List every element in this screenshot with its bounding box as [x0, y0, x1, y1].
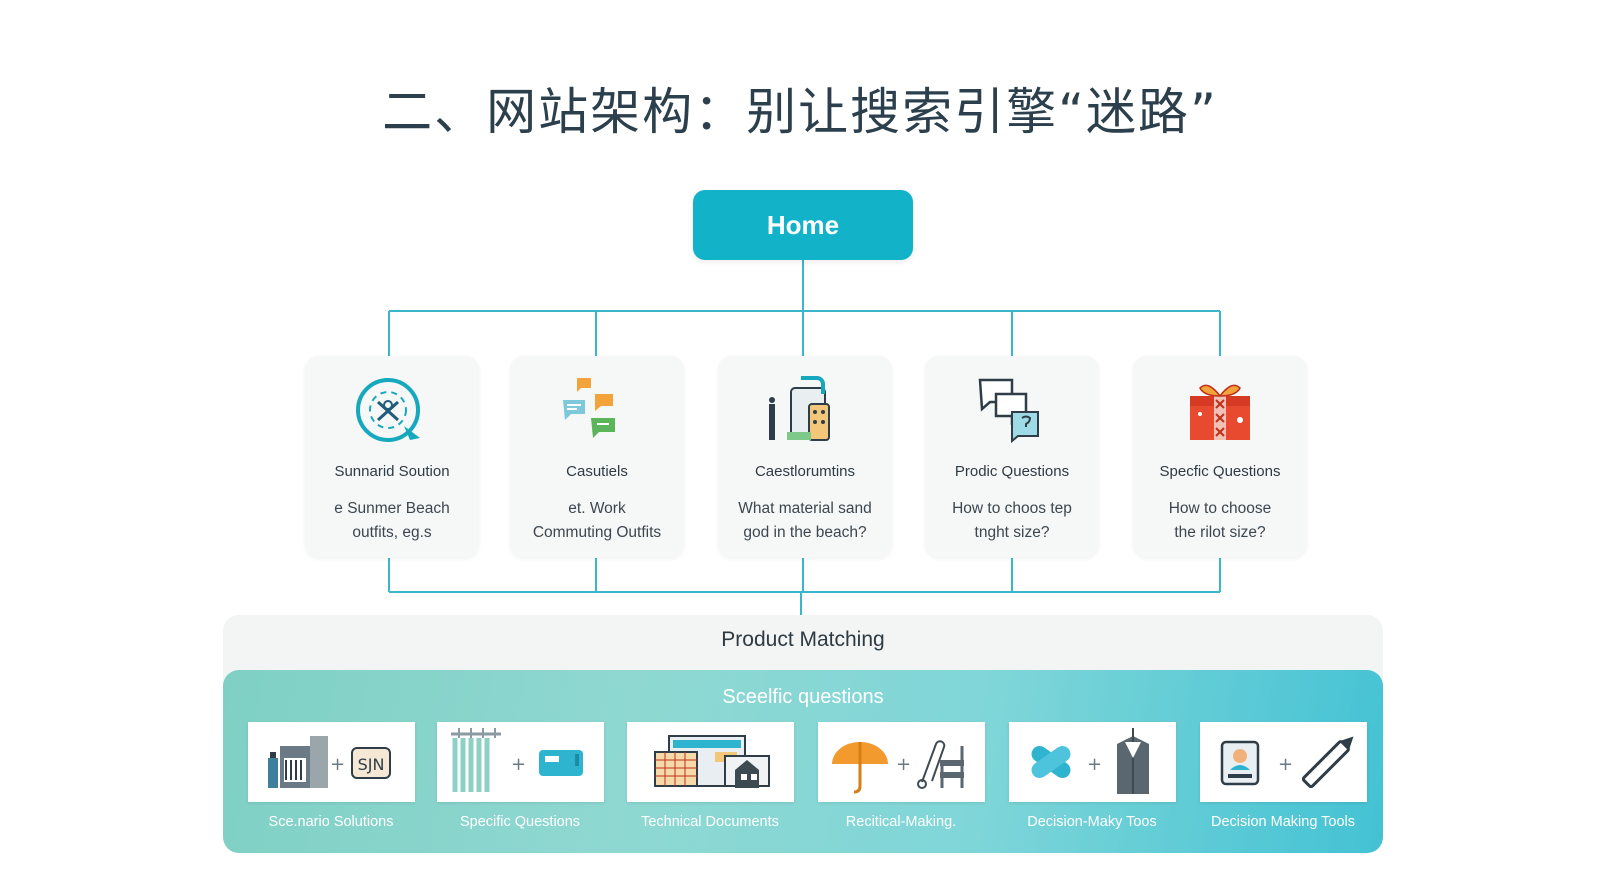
card-desc-line: the rilot size?	[1174, 524, 1266, 541]
card-desc-line: Commuting Outfits	[532, 524, 662, 541]
svg-text:+: +	[896, 754, 911, 775]
tile-label: Decision-Maky Toos	[1027, 814, 1157, 830]
umbrella-plus-chair-icon: +	[832, 740, 964, 794]
building-plus-sign-icon: + SJN	[268, 736, 391, 788]
spreadsheet-monitor-house-icon	[654, 735, 770, 788]
tile-label: Technical Documents	[641, 814, 779, 830]
tile-label: Recitical-Making.	[845, 814, 957, 830]
tile-recitical-making[interactable]: +	[818, 722, 985, 802]
tile-scenario-solutions[interactable]: + SJN	[248, 722, 415, 802]
id-card-plus-pencil-icon: +	[1220, 736, 1354, 789]
svg-text:+: +	[1087, 754, 1102, 775]
tile-label: Specific Questions	[459, 814, 581, 830]
sign-badge-text: SJN	[358, 755, 385, 774]
home-node[interactable]: Home	[693, 190, 913, 260]
scenario-target-icon	[356, 378, 420, 442]
tile-label: Decision Making Tools	[1211, 814, 1355, 830]
card-desc-line: How to choose	[1168, 500, 1272, 517]
chat-bubbles-icon	[563, 378, 615, 438]
category-card-product-questions[interactable]: Prodic Questions How to choos tep tnght …	[925, 356, 1099, 558]
home-label: Home	[766, 209, 840, 240]
documents-machine-icon	[769, 376, 830, 441]
bandage-plus-jacket-icon: +	[1031, 728, 1149, 794]
tile-decision-making-tools-b[interactable]: +	[1200, 722, 1367, 802]
gift-box-icon	[1190, 384, 1250, 440]
tile-specific-questions[interactable]: +	[437, 722, 604, 802]
card-desc-line: What material sand	[738, 500, 872, 517]
card-desc-line: How to choos tep	[952, 500, 1072, 517]
category-card-scenario[interactable]: Sunnarid Soution e Sunmer Beach outfits,…	[305, 356, 479, 558]
card-desc-line: god in the beach?	[743, 524, 867, 541]
category-card-specific-questions[interactable]: Specfic Questions How to choose the rilo…	[1133, 356, 1307, 558]
card-title: Casutiels	[566, 463, 628, 480]
tile-label: Sce.nario Solutions	[268, 814, 394, 830]
card-title: Caestlorumtins	[754, 463, 856, 480]
card-desc-line: outfits, eg.s	[352, 524, 432, 541]
card-title: Sunnarid Soution	[334, 463, 450, 480]
product-matching-title: Product Matching	[721, 628, 885, 651]
card-desc-line: et. Work	[568, 500, 626, 517]
question-chat-icon	[978, 378, 1039, 444]
specific-questions-title: Sceelfic questions	[722, 686, 884, 708]
svg-text:+: +	[511, 754, 526, 775]
category-card-cases[interactable]: Caestlorumtins What material sand god in…	[718, 356, 892, 558]
card-desc-line: e Sunmer Beach	[334, 500, 450, 517]
curtain-plus-card-icon: +	[451, 728, 583, 792]
svg-text:+: +	[330, 754, 345, 775]
specific-questions-panel	[223, 670, 1383, 853]
svg-text:+: +	[1278, 754, 1293, 775]
page-title: 二、网站架构：别让搜索引擎“迷路”	[382, 83, 1218, 141]
card-desc-line: tnght size?	[974, 524, 1050, 541]
tile-decision-making-tools-a[interactable]: +	[1009, 722, 1176, 802]
category-card-casual[interactable]: Casutiels et. Work Commuting Outfits	[510, 356, 684, 558]
tile-technical-documents[interactable]	[627, 722, 794, 802]
card-title: Specfic Questions	[1159, 463, 1281, 480]
card-title: Prodic Questions	[954, 463, 1070, 480]
